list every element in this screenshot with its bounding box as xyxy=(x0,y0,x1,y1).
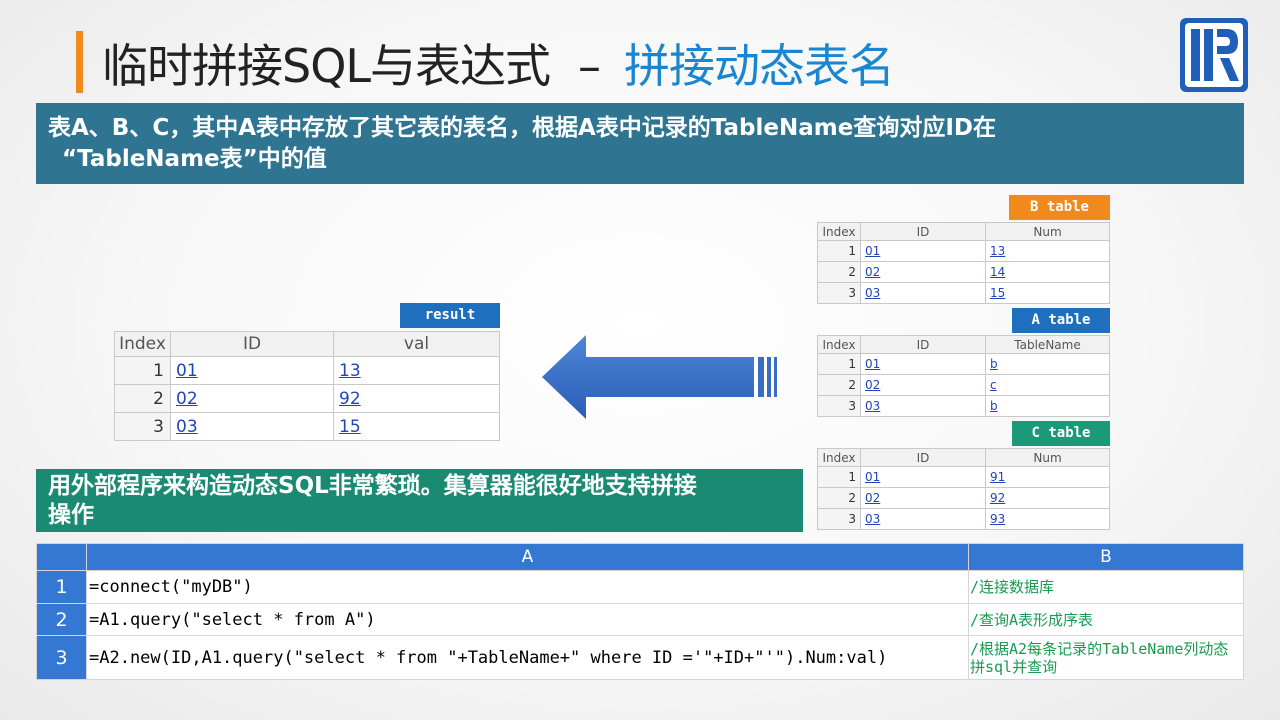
cell-link[interactable]: 01 xyxy=(865,244,881,258)
row-index: 1 xyxy=(817,466,861,488)
row-index: 3 xyxy=(817,508,861,530)
title-dash: – xyxy=(578,39,601,93)
cell-link[interactable]: 02 xyxy=(865,378,881,392)
code-row: 1 =connect("myDB") /连接数据库 xyxy=(36,570,1244,604)
cell-link[interactable]: 01 xyxy=(176,360,198,381)
b-table: Index ID Num 1 01 13 2 02 14 3 03 15 xyxy=(817,222,1110,304)
cell-link[interactable]: 15 xyxy=(990,286,1006,300)
a-table-header-index: Index xyxy=(817,335,861,354)
cell-link[interactable]: 02 xyxy=(865,491,881,505)
page-title: 临时拼接SQL与表达式–拼接动态表名 xyxy=(102,30,895,96)
code-cell[interactable]: =A1.query("select * from A") xyxy=(86,603,969,636)
a-table: Index ID TableName 1 01 b 2 02 c 3 03 b xyxy=(817,335,1110,417)
title-subtitle: 拼接动态表名 xyxy=(624,39,895,93)
comment-cell[interactable]: /查询A表形成序表 xyxy=(968,603,1244,636)
comment-cell[interactable]: /根据A2每条记录的TableName列动态拼sql并查询 xyxy=(968,635,1244,680)
cell-link[interactable]: 03 xyxy=(865,512,881,526)
intro-banner: 表A、B、C，其中A表中存放了其它表的表名，根据A表中记录的TableName查… xyxy=(36,103,1244,184)
cell-link[interactable]: 15 xyxy=(339,416,361,437)
table-row: 1 01 13 xyxy=(817,240,1110,262)
result-tag: result xyxy=(400,303,500,328)
c-table-tag: C table xyxy=(1012,421,1110,446)
code-row: 3 =A2.new(ID,A1.query("select * from "+T… xyxy=(36,635,1244,680)
result-header-id: ID xyxy=(170,331,334,357)
b-table-header-num: Num xyxy=(985,222,1110,241)
cell-link[interactable]: 93 xyxy=(990,512,1006,526)
table-row: 2 02 c xyxy=(817,374,1110,396)
intro-line-2: “TableName表”中的值 xyxy=(62,146,327,172)
code-cell[interactable]: =A2.new(ID,A1.query("select * from "+Tab… xyxy=(86,635,969,680)
table-row: 2 02 14 xyxy=(817,261,1110,283)
cell-link[interactable]: 01 xyxy=(865,357,881,371)
cell-link[interactable]: 92 xyxy=(339,388,361,409)
result-header-val: val xyxy=(333,331,500,357)
row-index: 1 xyxy=(114,356,171,385)
cell-link[interactable]: 03 xyxy=(176,416,198,437)
b-table-tag: B table xyxy=(1009,195,1110,220)
cell-link[interactable]: 91 xyxy=(990,470,1006,484)
cell-link[interactable]: 14 xyxy=(990,265,1006,279)
row-index: 2 xyxy=(114,384,171,413)
cell-link[interactable]: 03 xyxy=(865,286,881,300)
a-table-header-id: ID xyxy=(860,335,986,354)
intro-line-1: 表A、B、C，其中A表中存放了其它表的表名，根据A表中记录的TableName查… xyxy=(48,115,996,141)
a-table-header-tablename: TableName xyxy=(985,335,1110,354)
result-table: Index ID val 1 01 13 2 02 92 3 03 15 xyxy=(114,331,500,441)
cell-link[interactable]: 13 xyxy=(990,244,1006,258)
column-header-a[interactable]: A xyxy=(86,543,969,571)
title-accent-bar xyxy=(76,31,83,93)
c-table-header-num: Num xyxy=(985,448,1110,467)
code-row: 2 =A1.query("select * from A") /查询A表形成序表 xyxy=(36,603,1244,636)
table-row: 3 03 15 xyxy=(114,412,500,441)
note-line-2: 操作 xyxy=(48,502,94,528)
b-table-header-index: Index xyxy=(817,222,861,241)
raqsoft-r-logo-icon xyxy=(1180,18,1248,92)
row-index: 2 xyxy=(817,261,861,283)
cell-link[interactable]: 01 xyxy=(865,470,881,484)
c-table-header-id: ID xyxy=(860,448,986,467)
row-index: 3 xyxy=(817,395,861,417)
table-row: 1 01 b xyxy=(817,353,1110,375)
comment-cell[interactable]: /连接数据库 xyxy=(968,570,1244,604)
note-line-1: 用外部程序来构造动态SQL非常繁琐。集算器能很好地支持拼接 xyxy=(48,473,697,499)
table-row: 3 03 93 xyxy=(817,508,1110,530)
left-arrow-icon xyxy=(542,335,777,419)
cell-link[interactable]: b xyxy=(990,399,998,413)
row-index: 3 xyxy=(817,282,861,304)
cell-link[interactable]: c xyxy=(990,378,997,392)
table-row: 1 01 91 xyxy=(817,466,1110,488)
column-header-b[interactable]: B xyxy=(968,543,1244,571)
result-header-index: Index xyxy=(114,331,171,357)
grid-corner[interactable] xyxy=(36,543,87,571)
b-table-header-id: ID xyxy=(860,222,986,241)
code-cell[interactable]: =connect("myDB") xyxy=(86,570,969,604)
table-row: 3 03 15 xyxy=(817,282,1110,304)
row-number[interactable]: 1 xyxy=(36,570,87,604)
note-banner: 用外部程序来构造动态SQL非常繁琐。集算器能很好地支持拼接 操作 xyxy=(36,469,803,532)
code-grid: A B 1 =connect("myDB") /连接数据库 2 =A1.quer… xyxy=(36,543,1244,680)
table-row: 3 03 b xyxy=(817,395,1110,417)
table-row: 2 02 92 xyxy=(817,487,1110,509)
row-index: 3 xyxy=(114,412,171,441)
cell-link[interactable]: 02 xyxy=(865,265,881,279)
row-index: 2 xyxy=(817,487,861,509)
a-table-tag: A table xyxy=(1012,308,1110,333)
cell-link[interactable]: b xyxy=(990,357,998,371)
table-row: 1 01 13 xyxy=(114,356,500,385)
row-index: 1 xyxy=(817,240,861,262)
c-table-header-index: Index xyxy=(817,448,861,467)
row-number[interactable]: 2 xyxy=(36,603,87,636)
row-number[interactable]: 3 xyxy=(36,635,87,680)
row-index: 1 xyxy=(817,353,861,375)
c-table: Index ID Num 1 01 91 2 02 92 3 03 93 xyxy=(817,448,1110,530)
cell-link[interactable]: 92 xyxy=(990,491,1006,505)
cell-link[interactable]: 02 xyxy=(176,388,198,409)
title-main: 临时拼接SQL与表达式 xyxy=(102,39,551,93)
cell-link[interactable]: 13 xyxy=(339,360,361,381)
cell-link[interactable]: 03 xyxy=(865,399,881,413)
row-index: 2 xyxy=(817,374,861,396)
table-row: 2 02 92 xyxy=(114,384,500,413)
